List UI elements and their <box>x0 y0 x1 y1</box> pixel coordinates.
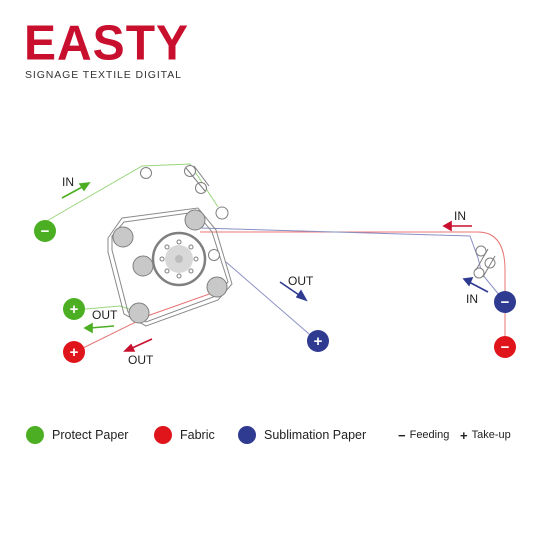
svg-text:−: − <box>501 294 510 311</box>
roll-fabric-takeup: + <box>63 341 85 363</box>
rollers <box>112 165 496 324</box>
svg-text:−: − <box>501 339 510 356</box>
legend: Protect Paper Fabric Sublimation Paper −… <box>26 424 540 446</box>
arrow-blue-out <box>279 281 308 302</box>
svg-text:+: + <box>70 301 79 318</box>
brand-tagline: SIGNAGE TEXTILE DIGITAL <box>25 69 182 81</box>
label-in-red: IN <box>454 209 466 223</box>
arrow-green-out <box>83 322 115 334</box>
svg-text:+: + <box>70 344 79 361</box>
brand-name: EASTY <box>24 16 190 71</box>
roll-fabric-feed: − <box>494 336 516 358</box>
svg-text:−: − <box>41 223 50 240</box>
roller <box>473 267 485 279</box>
arrow-blue-in <box>462 277 489 293</box>
roller <box>112 226 134 248</box>
roll-protect-paper-takeup: + <box>63 298 85 320</box>
legend-label: Feeding <box>409 429 450 441</box>
fabric-out-path <box>74 291 216 353</box>
legend-item-feeding: − Feeding <box>398 424 449 446</box>
roller <box>132 255 154 277</box>
blue-dot-icon <box>238 426 256 444</box>
roller <box>128 302 150 324</box>
roller <box>475 245 487 257</box>
legend-label: Protect Paper <box>52 428 129 442</box>
fabric-path <box>200 231 506 336</box>
label-in-blue: IN <box>466 292 478 306</box>
legend-label: Sublimation Paper <box>264 428 367 442</box>
roller <box>215 206 229 220</box>
legend-label: Take-up <box>471 429 511 441</box>
roll-sublimation-takeup: + <box>307 330 329 352</box>
roller <box>184 165 196 177</box>
red-dot-icon <box>154 426 172 444</box>
roll-protect-paper-feed: − <box>34 220 56 242</box>
roller <box>206 276 228 298</box>
sublimation-out-path <box>225 261 317 341</box>
legend-item-fabric: Fabric <box>154 424 215 446</box>
label-out-green: OUT <box>92 308 118 322</box>
legend-item-takeup: + Take-up <box>460 424 511 446</box>
roller <box>195 182 207 194</box>
label-out-blue: OUT <box>288 274 314 288</box>
direction-arrows <box>61 182 489 352</box>
roller <box>184 209 206 231</box>
label-out-red: OUT <box>128 353 154 367</box>
arrow-green-in <box>61 182 91 199</box>
svg-text:+: + <box>314 333 323 350</box>
legend-item-sublimation-paper: Sublimation Paper <box>238 424 366 446</box>
plus-icon: + <box>460 427 468 443</box>
roll-sublimation-feed: − <box>494 291 516 313</box>
label-in-green: IN <box>62 175 74 189</box>
legend-label: Fabric <box>180 428 215 442</box>
minus-icon: − <box>398 427 406 443</box>
green-dot-icon <box>26 426 44 444</box>
brand-logo: EASTY <box>24 16 190 71</box>
roller <box>140 167 152 179</box>
arrow-red-in <box>442 220 472 232</box>
sublimation-in-path <box>199 227 506 303</box>
roller <box>208 249 220 261</box>
legend-item-protect-paper: Protect Paper <box>26 424 128 446</box>
arrow-red-out <box>123 338 153 352</box>
